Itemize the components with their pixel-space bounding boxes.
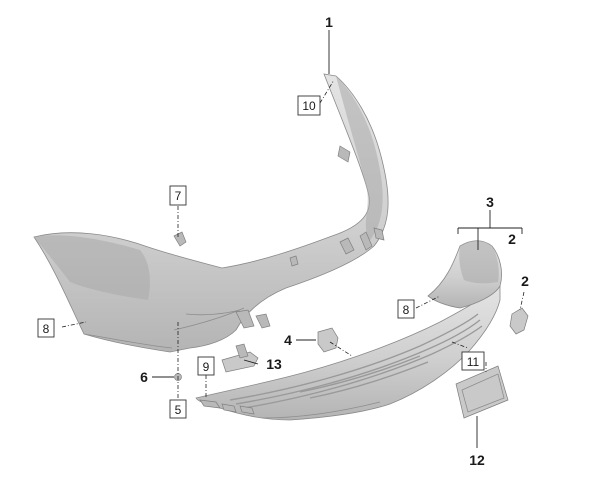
callout-3: 3 — [486, 194, 494, 210]
boxed-callout-8-right: 8 — [397, 299, 415, 319]
leader-lines — [61, 30, 525, 448]
callout-2-right: 2 — [521, 273, 529, 289]
callout-12: 12 — [469, 452, 485, 468]
callout-2-top: 2 — [508, 231, 516, 247]
svg-text:9: 9 — [203, 360, 210, 374]
svg-text:8: 8 — [403, 303, 410, 317]
boxed-callout-7: 7 — [169, 185, 187, 206]
rear-bumper-cover — [33, 73, 389, 353]
svg-text:10: 10 — [302, 99, 316, 113]
callout-1: 1 — [325, 14, 333, 30]
license-plate-holder — [455, 365, 509, 419]
svg-text:8: 8 — [43, 322, 50, 336]
svg-text:7: 7 — [175, 189, 182, 203]
boxed-callout-9: 9 — [197, 356, 215, 376]
boxed-callout-11: 11 — [461, 351, 485, 371]
svg-text:5: 5 — [175, 403, 182, 417]
boxed-callout-8-left: 8 — [37, 318, 55, 338]
bracket-part — [317, 327, 339, 353]
callout-4: 4 — [284, 332, 292, 348]
callout-6: 6 — [140, 369, 148, 385]
svg-text:11: 11 — [467, 355, 480, 369]
clip-part-tab — [235, 343, 249, 359]
callout-13: 13 — [266, 356, 282, 372]
boxed-callout-10: 10 — [297, 95, 321, 116]
lower-diffuser — [195, 240, 502, 421]
end-cap-part — [509, 307, 529, 335]
boxed-callout-5: 5 — [169, 399, 187, 419]
